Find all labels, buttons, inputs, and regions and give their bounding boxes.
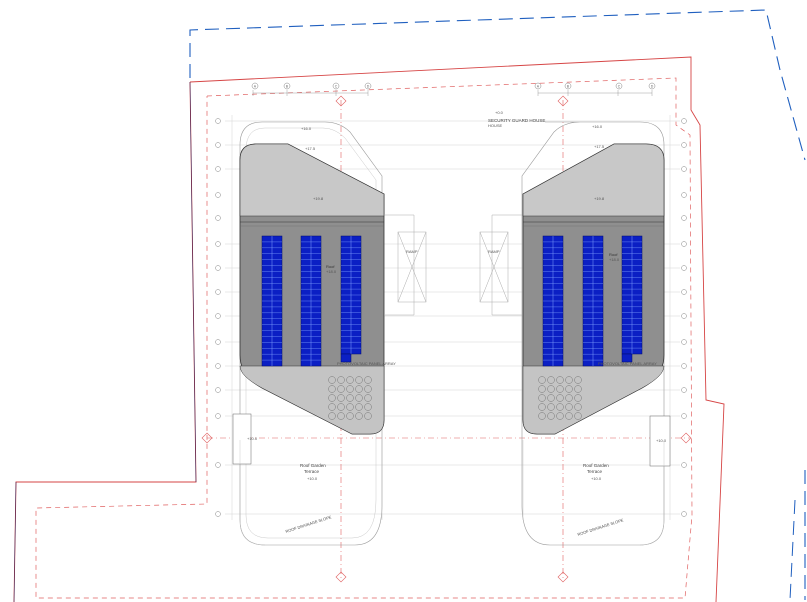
roof-garden-left: Roof Garden xyxy=(300,463,326,468)
side-grid-bubbles-right xyxy=(681,118,687,517)
ramp-label-right: RAMP xyxy=(488,249,500,254)
security-level: +0.0 xyxy=(495,110,504,115)
side-grid-bubbles-left xyxy=(215,118,221,517)
property-line-bottom-left-inner xyxy=(13,481,17,602)
setback-line xyxy=(35,77,693,599)
grid-bubble-b-right: B xyxy=(567,84,570,88)
grid-bubble-c: C xyxy=(335,84,338,88)
roof-right-vents xyxy=(538,376,582,420)
building-right-outline xyxy=(521,121,665,546)
security-guard-house-sub: HOUSE xyxy=(488,123,503,128)
roof-upper-level-right: +19.8 xyxy=(594,196,605,201)
terrace-level-right: +10.0 xyxy=(591,476,602,481)
grid-bubble-a: A xyxy=(254,84,257,88)
roof-left-vents xyxy=(328,376,372,420)
solar-note-left: PHOTOVOLTAIC PANEL ARRAY xyxy=(337,361,396,366)
roof-left-upper-light xyxy=(239,143,385,217)
roof-upper-level-left: +19.8 xyxy=(313,196,324,201)
building-left-outline xyxy=(239,121,383,546)
top-level-right: +16.0 xyxy=(592,124,603,129)
stair-level-left: +10.0 xyxy=(247,436,258,441)
top-level-left: +16.0 xyxy=(301,126,312,131)
site-boundary xyxy=(189,9,806,161)
centerline-markers xyxy=(201,95,692,583)
solar-array-left xyxy=(261,235,362,367)
solar-panel-notch xyxy=(340,353,352,363)
property-line-left-inner xyxy=(189,81,197,483)
terrace-left: Terrace xyxy=(304,469,320,474)
terrace-right: Terrace xyxy=(587,469,603,474)
grid-bubble-a-right: A xyxy=(537,84,540,88)
top-grid-bubbles-left: A B C D xyxy=(251,82,372,90)
top-grid-bubbles-right: A B C D xyxy=(534,82,656,90)
building-left-inner-outline xyxy=(245,127,377,539)
roof-level-right: +18.0 xyxy=(609,257,620,262)
top-dimension-string-left xyxy=(252,90,369,96)
top-dimension-string-right xyxy=(537,90,653,96)
roof-label-right: Roof xyxy=(609,252,618,257)
stair-core-left xyxy=(232,413,252,465)
grid-bubble-b: B xyxy=(286,84,289,88)
security-guard-house-label: SECURITY GUARD HOUSE xyxy=(488,118,545,123)
top-level-left-2: +17.5 xyxy=(305,146,316,151)
site-boundary-right-lower xyxy=(789,499,796,601)
ramp-label-left: RAMP xyxy=(406,249,418,254)
property-line xyxy=(189,56,725,602)
building-left: Roof +18.0 PHOTOVOLTAIC PANEL ARRAY +19.… xyxy=(232,121,396,546)
top-level-right-2: +17.5 xyxy=(594,144,605,149)
terrace-level-left: +10.0 xyxy=(307,476,318,481)
stair-level-right: +10.0 xyxy=(656,438,667,443)
stair-core-right xyxy=(649,415,671,467)
lower-podium-outlines xyxy=(239,440,665,546)
roof-level-left: +18.0 xyxy=(326,269,337,274)
roof-label-left: Roof xyxy=(326,264,335,269)
solar-panel-notch xyxy=(621,353,633,363)
solar-array-right xyxy=(542,235,643,367)
grid-bubble-d: D xyxy=(367,84,370,88)
building-right: Roof +18.0 PHOTOVOLTAIC PANEL ARRAY +19.… xyxy=(521,121,671,546)
roof-right-upper-light xyxy=(522,143,665,217)
central-ramps xyxy=(384,214,522,316)
grid-bubble-d-right: D xyxy=(651,84,654,88)
grid-bubble-c-right: C xyxy=(618,84,621,88)
solar-note-right: PHOTOVOLTAIC PANEL ARRAY xyxy=(598,361,657,366)
roof-garden-right: Roof Garden xyxy=(583,463,609,468)
